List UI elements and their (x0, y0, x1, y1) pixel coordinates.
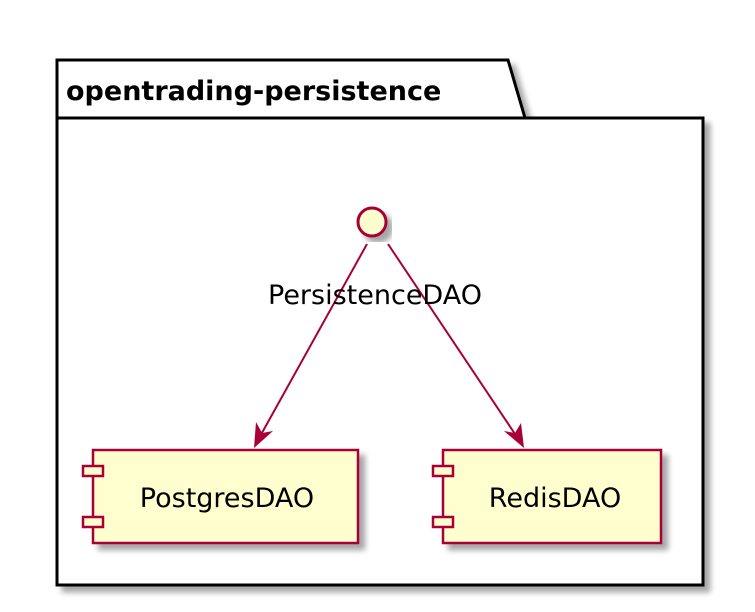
interface-persistencedao: PersistenceDAO (268, 206, 482, 311)
component-port-bottom (81, 515, 105, 529)
component-body (441, 448, 663, 545)
interface-circle (356, 206, 388, 238)
component-redisdao: RedisDAO (431, 448, 663, 545)
arrowhead-redisdao (504, 423, 524, 448)
component-port-top (81, 464, 105, 478)
component-port-top (431, 464, 455, 478)
package-title: opentrading-persistence (66, 76, 441, 107)
component-label: RedisDAO (489, 483, 621, 514)
arrow-to-postgresdao (257, 243, 368, 441)
interface-label: PersistenceDAO (268, 280, 482, 311)
component-postgresdao: PostgresDAO (81, 448, 360, 545)
component-body (91, 448, 360, 545)
arrow-to-redisdao (387, 243, 520, 441)
arrowhead-postgresdao (254, 422, 273, 448)
dependency-arrows (254, 243, 524, 448)
component-label: PostgresDAO (140, 483, 314, 514)
component-port-bottom (431, 515, 455, 529)
